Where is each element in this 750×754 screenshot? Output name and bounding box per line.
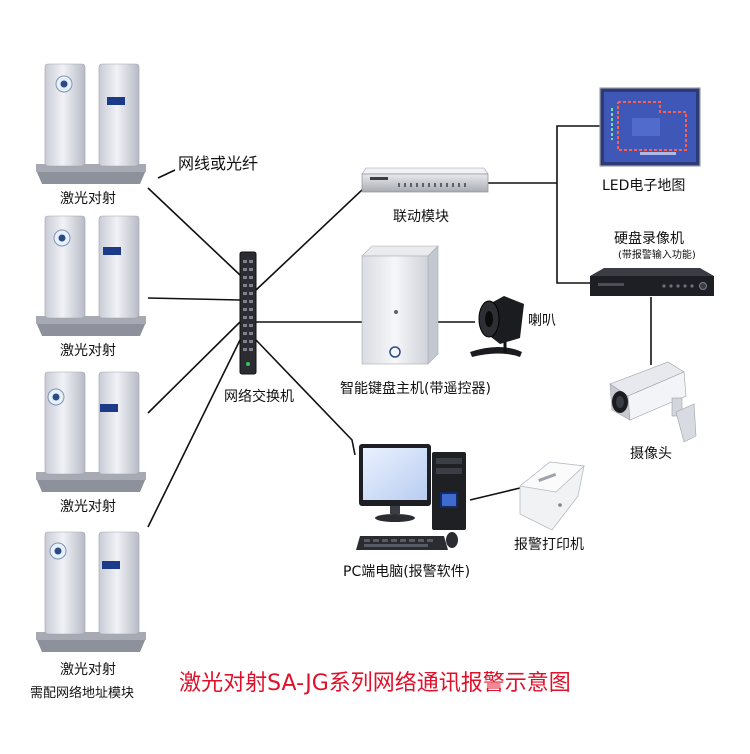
- line-detector-3-switch: [147, 321, 241, 414]
- line-detector-4-switch: [147, 339, 241, 528]
- keyboard-host-label: 智能键盘主机(带遥控器): [340, 381, 491, 397]
- linkage-module-label: 联动模块: [393, 209, 449, 225]
- dvr-sublabel: (带报警输入功能): [618, 250, 696, 261]
- line-switch-pc: [255, 339, 356, 456]
- line-bus-led-dvr: [556, 125, 600, 284]
- dvr-recorder: [590, 268, 714, 296]
- detector-2-label: 激光对射: [60, 343, 116, 359]
- speaker-label: 喇叭: [528, 313, 556, 329]
- diagram-title: 激光对射SA-JG系列网络通讯报警示意图: [179, 671, 571, 696]
- detector-4-sublabel: 需配网络地址模块: [30, 686, 135, 701]
- pc-label: PC端电脑(报警软件): [343, 564, 471, 580]
- network-switch: [239, 251, 257, 375]
- led-map-display: [599, 87, 701, 167]
- detector-1-label: 激光对射: [60, 191, 116, 207]
- camera-label: 摄像头: [630, 446, 672, 462]
- speaker: [470, 296, 524, 357]
- line-pc-printer: [469, 487, 521, 501]
- printer-label: 报警打印机: [514, 537, 584, 553]
- cable-label: 网线或光纤: [178, 154, 259, 173]
- keyboard-host: [361, 245, 439, 365]
- line-detector-1-switch: [147, 187, 241, 276]
- laser-detector-3: [36, 371, 146, 492]
- alarm-printer: [519, 461, 585, 531]
- dvr-label: 硬盘录像机: [614, 231, 684, 247]
- laser-detector-1: [36, 63, 146, 184]
- line-detector-2-switch: [147, 297, 241, 301]
- laser-detector-4: [36, 531, 146, 652]
- detector-3-label: 激光对射: [60, 499, 116, 515]
- linkage-module: [361, 167, 489, 193]
- switch-label: 网络交换机: [224, 389, 294, 405]
- cable-label-leader: [157, 169, 176, 179]
- led-map-label: LED电子地图: [602, 178, 686, 194]
- laser-detector-2: [36, 215, 146, 336]
- pc-computer: [356, 444, 466, 550]
- detector-4-label: 激光对射: [60, 662, 116, 678]
- security-camera: [609, 361, 697, 443]
- line-switch-linkage: [255, 182, 369, 291]
